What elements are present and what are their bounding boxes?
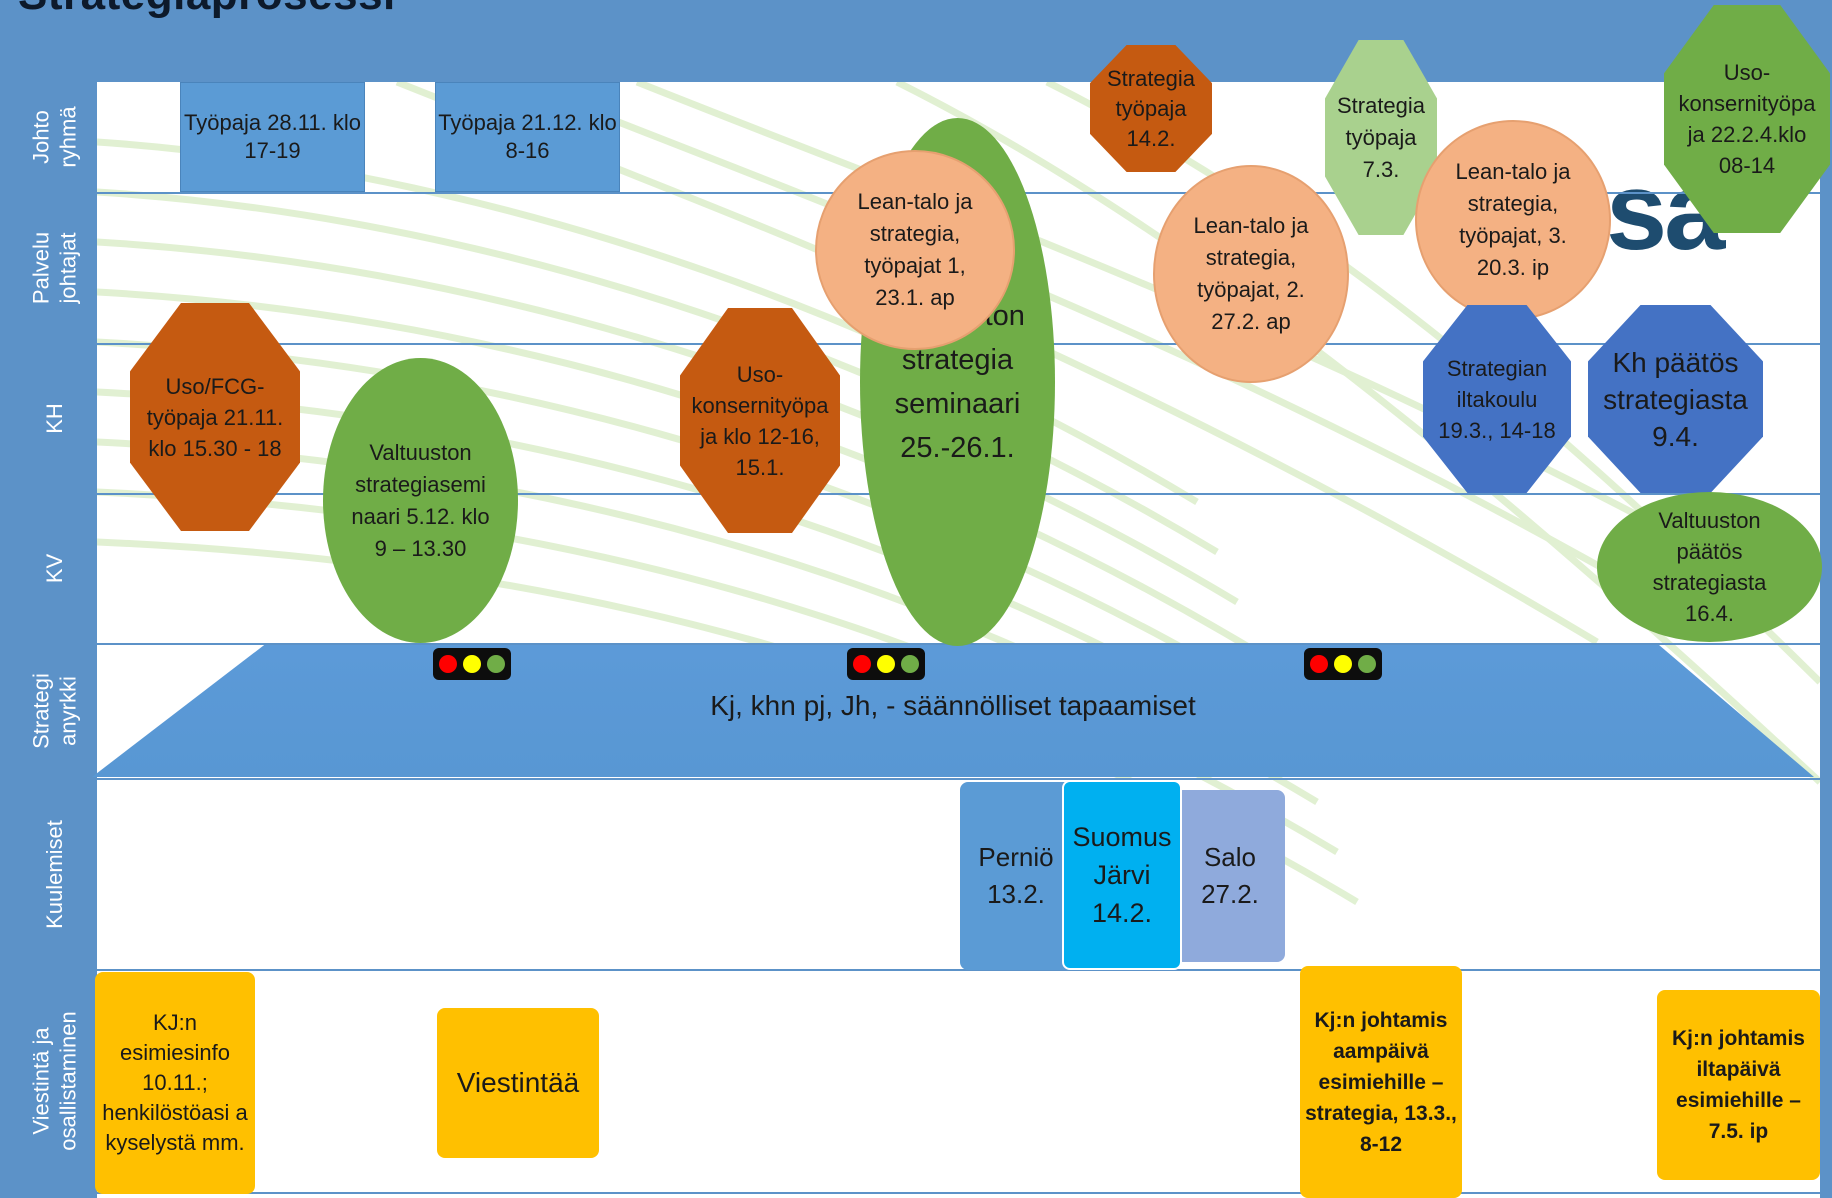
lane-kuulemiset: Kuulemiset [12,779,97,969]
lane-johtoryhma: Johto ryhmä [12,82,97,192]
yellow-light-icon [463,655,481,673]
lane-divider [97,969,1820,971]
lane-label: Kuulemiset [42,819,67,929]
lane-label: KV [41,553,67,584]
node-uso-konserni-224: Uso-konsernityöpa ja 22.2.4.klo 08-14 [1664,5,1830,233]
yellow-light-icon [877,655,895,673]
lane-label: Palvelu johtajat [28,231,81,305]
lane-kh: KH [12,344,97,493]
green-light-icon [487,655,505,673]
green-light-icon [1358,655,1376,673]
yellow-light-icon [1334,655,1352,673]
lane-label: Viestintä ja osallistaminen [28,1011,81,1151]
lane-label: KH [42,403,67,434]
lane-label-column [12,82,97,1198]
node-strategian-iltakoulu: Strategian iltakoulu 19.3., 14-18 [1423,305,1571,493]
node-viestintaa: Viestintää [437,1008,599,1158]
lane-palvelujohtajat: Palvelu johtajat [12,193,97,343]
left-edge [0,0,12,1198]
node-uso-konserni-151: Uso-konsernityöpa ja klo 12-16, 15.1. [680,308,840,533]
traffic-light-icon [1304,648,1382,680]
node-lean-talo-1: Lean-talo ja strategia, työpajat 1, 23.1… [815,150,1015,350]
lane-divider [97,778,1820,780]
node-valtuuston-seminaari-512: Valtuuston strategiasemi naari 5.12. klo… [323,358,518,643]
traffic-light-icon [433,648,511,680]
node-kh-paatos: Kh päätös strategiasta 9.4. [1588,305,1763,493]
lane-strategianyrkki: Strategi anyrkki [12,644,97,778]
red-light-icon [1310,655,1328,673]
strategianyrkki-band [92,645,1814,777]
red-light-icon [439,655,457,673]
red-light-icon [853,655,871,673]
node-kj-esimiesinfo: KJ:n esimiesinfo 10.11.; henkilöstöasi a… [95,972,255,1194]
strategianyrkki-text: Kj, khn pj, Jh, - säännölliset tapaamise… [710,690,1196,721]
lane-viestinta: Viestintä ja osallistaminen [12,970,97,1192]
node-valtuuston-paatos: Valtuuston päätös strategiasta 16.4. [1597,492,1822,642]
node-uso-fcg-tyopaja: Uso/FCG-työpaja 21.11. klo 15.30 - 18 [130,303,300,531]
node-pernio: Perniö 13.2. [960,782,1072,970]
node-lean-talo-2: Lean-talo ja strategia, työpajat, 2. 27.… [1153,165,1349,383]
node-kj-iltapaiva: Kj:n johtamis iltapäivä esimiehille – 7.… [1657,990,1820,1180]
node-strategia-tyopaja-142: Strategia työpaja 14.2. [1090,45,1212,172]
node-suomusjarvi: Suomus Järvi 14.2. [1062,780,1182,970]
node-kj-aamupaiva: Kj:n johtamis aampäivä esimiehille – str… [1300,966,1462,1198]
right-border [1818,82,1832,1198]
lane-label: Strategi anyrkki [28,673,81,749]
node-strategia-tyopaja-73: Strategia työpaja 7.3. [1325,40,1437,235]
traffic-light-icon [847,648,925,680]
green-light-icon [901,655,919,673]
node-lean-talo-3: Lean-talo ja strategia, työpajat, 3. 20.… [1415,120,1611,320]
lane-kv: KV [12,494,97,643]
node-tyopaja-2811: Työpaja 28.11. klo 17-19 [180,82,365,192]
node-tyopaja-2112: Työpaja 21.12. klo 8-16 [435,82,620,192]
node-salo: Salo 27.2. [1175,790,1285,962]
lane-divider [97,1192,1820,1194]
diagram-title: Strategiaprosessi [18,0,396,20]
lane-label: Johto ryhmä [28,106,81,168]
diagram-frame [0,0,1832,82]
